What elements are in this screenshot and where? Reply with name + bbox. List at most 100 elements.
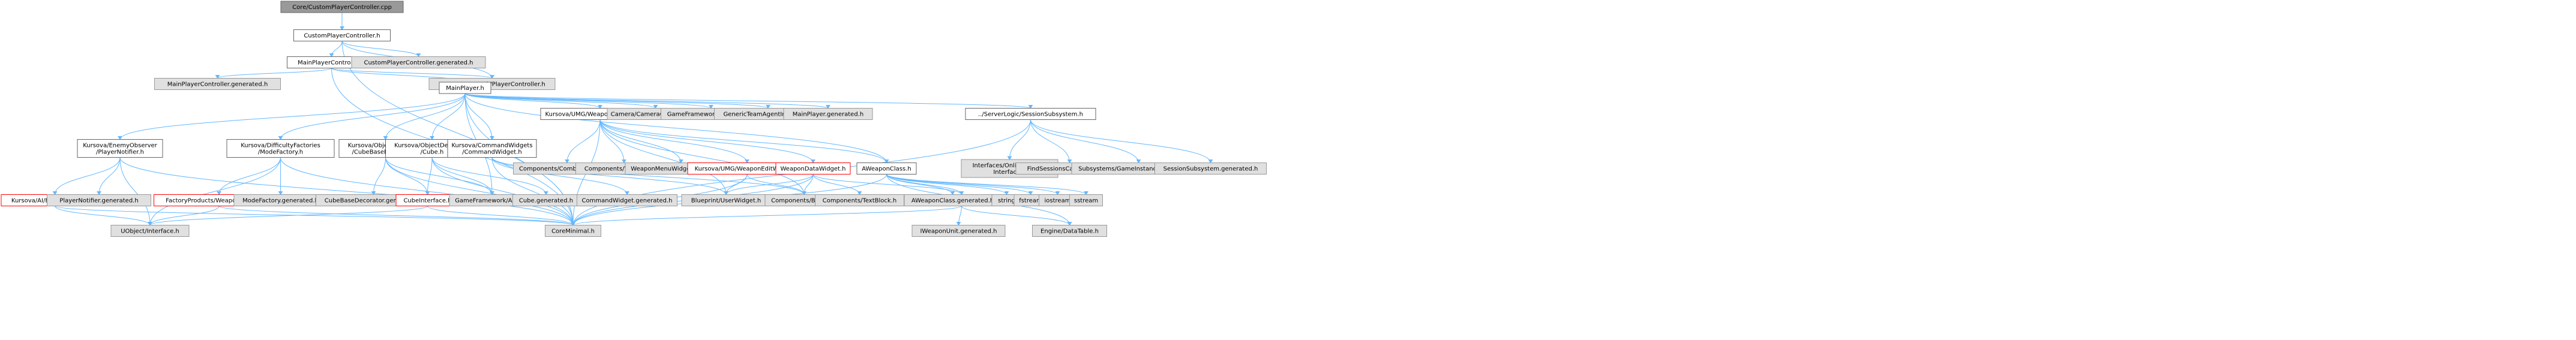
arrow-head-icon: [884, 160, 889, 164]
arrow-head-icon: [1208, 160, 1213, 164]
node-label: GameFramework/Actor.h: [455, 198, 529, 204]
node-box: [965, 108, 1096, 120]
node-label: MainPlayer.h: [446, 85, 484, 92]
node-label: /Cube.h: [421, 149, 444, 156]
arrow-head-icon: [766, 105, 770, 109]
node-textblock[interactable]: Components/TextBlock.h: [815, 194, 904, 206]
edge-mp-to-genericteam: [464, 93, 770, 109]
node-mpcgen[interactable]: MainPlayerController.generated.h: [154, 78, 281, 90]
node-datatable[interactable]: Engine/DataTable.h: [1032, 225, 1107, 237]
node-mfgen[interactable]: ModeFactory.generated.h: [233, 194, 328, 206]
arrow-head-icon: [622, 160, 626, 164]
node-mpgen[interactable]: MainPlayer.generated.h: [783, 108, 873, 120]
node-label: Components/ComboBoxString.h: [519, 166, 615, 173]
arrow-head-icon: [215, 75, 220, 79]
node-box: [77, 139, 163, 158]
edge-weaponmenu-to-combobox: [565, 119, 601, 164]
node-iostream[interactable]: iostream: [1039, 194, 1076, 206]
edge-cpc-to-cpcgen: [341, 41, 421, 58]
edge-weapondata-to-bpuser: [724, 174, 814, 195]
arrow-head-icon: [1055, 191, 1060, 195]
node-weapondata[interactable]: WeaponDataWidget.h: [775, 163, 851, 174]
node-label: PlayerNotifier.generated.h: [59, 198, 138, 204]
node-uobjint[interactable]: UObject/Interface.h: [110, 225, 190, 237]
arrow-head-icon: [278, 136, 283, 140]
arrow-head-icon: [371, 191, 376, 195]
edge-mp-to-cmdwidget: [464, 93, 494, 140]
edge-iweapon-to-iwgen: [956, 206, 962, 226]
node-cubegen[interactable]: Cube.generated.h: [512, 194, 580, 206]
edge-mp-to-serverlogic: [464, 93, 1033, 109]
edge-mp-to-weaponmenu: [464, 93, 602, 109]
edge-weaponmenu-to-vbox: [599, 119, 626, 164]
node-label: FindSessionsCallbackProxy.h: [1027, 166, 1112, 173]
edge-serverlogic-to-sessgen: [1030, 119, 1213, 164]
arrow-head-icon: [490, 191, 494, 195]
arrow-head-icon: [278, 191, 283, 195]
edge-mp-to-enemyobs: [118, 93, 466, 140]
node-awgen[interactable]: AWeaponClass.generated.h: [904, 194, 1001, 206]
node-aweapon[interactable]: AWeaponClass.h: [856, 163, 917, 174]
node-label: Interface.h: [993, 169, 1025, 176]
node-cpc[interactable]: CustomPlayerController.h: [293, 29, 391, 41]
arrow-head-icon: [217, 191, 221, 195]
node-label: Components/Button.h: [771, 198, 837, 204]
node-label: CustomPlayerController.generated.h: [364, 60, 473, 67]
node-label: CubeInterface.h: [403, 198, 451, 204]
arrow-head-icon: [490, 136, 494, 140]
edge-mp-to-cubebase: [383, 93, 466, 140]
edge-fpweapon-to-coreminimal: [218, 206, 575, 226]
arrow-head-icon: [959, 191, 964, 195]
edge-mp-to-character: [464, 93, 713, 109]
node-mp[interactable]: MainPlayer.h: [439, 82, 491, 94]
edge-cubeh-to-cubegen: [431, 157, 548, 195]
node-bpuser[interactable]: Blueprint/UserWidget.h: [681, 194, 771, 206]
edge-aienemy-to-uobjint: [55, 206, 152, 226]
node-root[interactable]: Core/CustomPlayerController.cpp: [280, 1, 404, 13]
node-box: [154, 78, 281, 90]
node-box: [911, 225, 1006, 237]
arrow-head-icon: [679, 160, 683, 164]
node-label: Camera/CameraComponent.h: [611, 112, 700, 118]
node-coreminimal[interactable]: CoreMinimal.h: [545, 225, 601, 237]
arrow-head-icon: [1067, 222, 1072, 226]
node-label: /ModeFactory.h: [258, 149, 303, 156]
node-label: GenericTeamAgentInterface.h: [723, 112, 812, 118]
arrow-head-icon: [97, 191, 101, 195]
edge-weaponmenu-to-wmgen: [599, 119, 683, 164]
node-cmdwidget[interactable]: Kursova/CommandWidgets/CommandWidget.h: [447, 139, 537, 158]
node-sstream[interactable]: sstream: [1069, 194, 1103, 206]
arrow-head-icon: [383, 136, 388, 140]
arrow-head-icon: [598, 105, 602, 109]
arrow-head-icon: [1028, 105, 1033, 109]
arrow-head-icon: [1136, 160, 1141, 164]
arrow-head-icon: [811, 160, 815, 164]
node-box: [577, 194, 677, 206]
arrow-head-icon: [118, 136, 122, 140]
arrow-head-icon: [745, 160, 749, 164]
arrow-head-icon: [544, 191, 548, 195]
node-box: [783, 108, 873, 120]
node-label: IWeaponUnit.generated.h: [920, 228, 997, 235]
node-label: Kursova/CommandWidgets: [451, 143, 532, 149]
node-sessgen[interactable]: SessionSubsystem.generated.h: [1154, 163, 1267, 174]
node-cwgen[interactable]: CommandWidget.generated.h: [577, 194, 677, 206]
node-label: Engine/DataTable.h: [1040, 228, 1099, 235]
node-cubeint[interactable]: CubeInterface.h: [395, 194, 460, 206]
node-box: [47, 194, 151, 206]
node-serverlogic[interactable]: ../ServerLogic/SessionSubsystem.h: [965, 108, 1096, 120]
node-box: [856, 163, 917, 174]
node-label: GameFramework/PlayerController.h: [439, 82, 545, 88]
node-box: [545, 225, 601, 237]
node-diffact[interactable]: Kursova/DifficultyFactories/ModeFactory.…: [226, 139, 335, 158]
node-enemyobs[interactable]: Kursova/EnemyObserver/PlayerNotifier.h: [77, 139, 163, 158]
node-iwgen[interactable]: IWeaponUnit.generated.h: [911, 225, 1006, 237]
edge-cubeint-to-coreminimal: [427, 206, 575, 226]
node-cpcgen[interactable]: CustomPlayerController.generated.h: [351, 56, 486, 68]
node-label: WeaponMenuWidget.generated.h: [631, 166, 731, 173]
arrow-head-icon: [565, 160, 569, 164]
node-pngen[interactable]: PlayerNotifier.generated.h: [47, 194, 151, 206]
arrow-head-icon: [1028, 191, 1033, 195]
edge-cubebase-to-cbdgen: [371, 157, 386, 195]
